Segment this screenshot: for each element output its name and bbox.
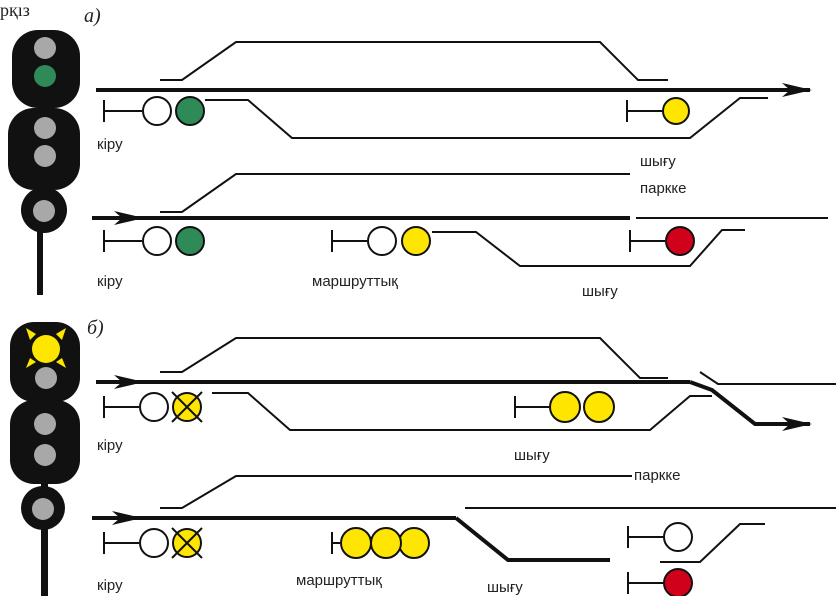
panel-a-track-2 — [92, 173, 828, 267]
signal-b1-exit — [514, 391, 615, 423]
label-a2-entry: кіру — [97, 273, 123, 290]
signal-a2-entry — [103, 226, 205, 256]
lamp-gray — [34, 145, 56, 167]
label-b2-route: маршруттық — [296, 572, 382, 589]
label-b1-park: паркке — [634, 467, 680, 484]
label-a1-park: паркке — [640, 180, 686, 197]
panel-a-label: а) — [84, 5, 101, 27]
lamp-gray — [33, 200, 55, 222]
label-b2-exit: шығу — [487, 579, 523, 596]
signal-b2-exit-upper — [627, 522, 693, 552]
label-a1-entry: кіру — [97, 136, 123, 153]
lamp-gray — [32, 498, 54, 520]
label-a1-exit: шығу — [640, 153, 676, 170]
panel-b-track-2 — [92, 475, 836, 563]
lamp-gray — [34, 444, 56, 466]
signal-b2-exit-lower — [627, 568, 693, 596]
lamp-gray — [34, 413, 56, 435]
signal-b2-entry — [103, 527, 203, 559]
panel-b-track-1 — [96, 337, 836, 431]
lamp-green — [34, 65, 56, 87]
signal-b2-route — [331, 527, 430, 559]
label-b2-entry: кіру — [97, 577, 123, 594]
panel-b-label: б) — [87, 317, 104, 339]
label-a2-exit: шығу — [582, 283, 618, 300]
signal-a1-exit — [626, 97, 690, 125]
signal-mast-a — [8, 30, 80, 295]
signal-a2-exit — [629, 226, 695, 256]
lamp-gray — [35, 367, 57, 389]
label-b1-entry: кіру — [97, 437, 123, 454]
label-b1-exit: шығу — [514, 447, 550, 464]
signal-a1-entry — [103, 96, 205, 126]
signal-b1-entry — [103, 391, 203, 423]
lamp-gray — [34, 37, 56, 59]
label-a2-route: маршруттық — [312, 273, 398, 290]
signal-a2-route — [331, 226, 431, 256]
lamp-yellow-flashing — [26, 328, 66, 368]
panel-a-track-1 — [96, 41, 812, 139]
lamp-gray — [34, 117, 56, 139]
signal-mast-b — [10, 322, 80, 596]
header-text: рқıз — [0, 0, 30, 20]
